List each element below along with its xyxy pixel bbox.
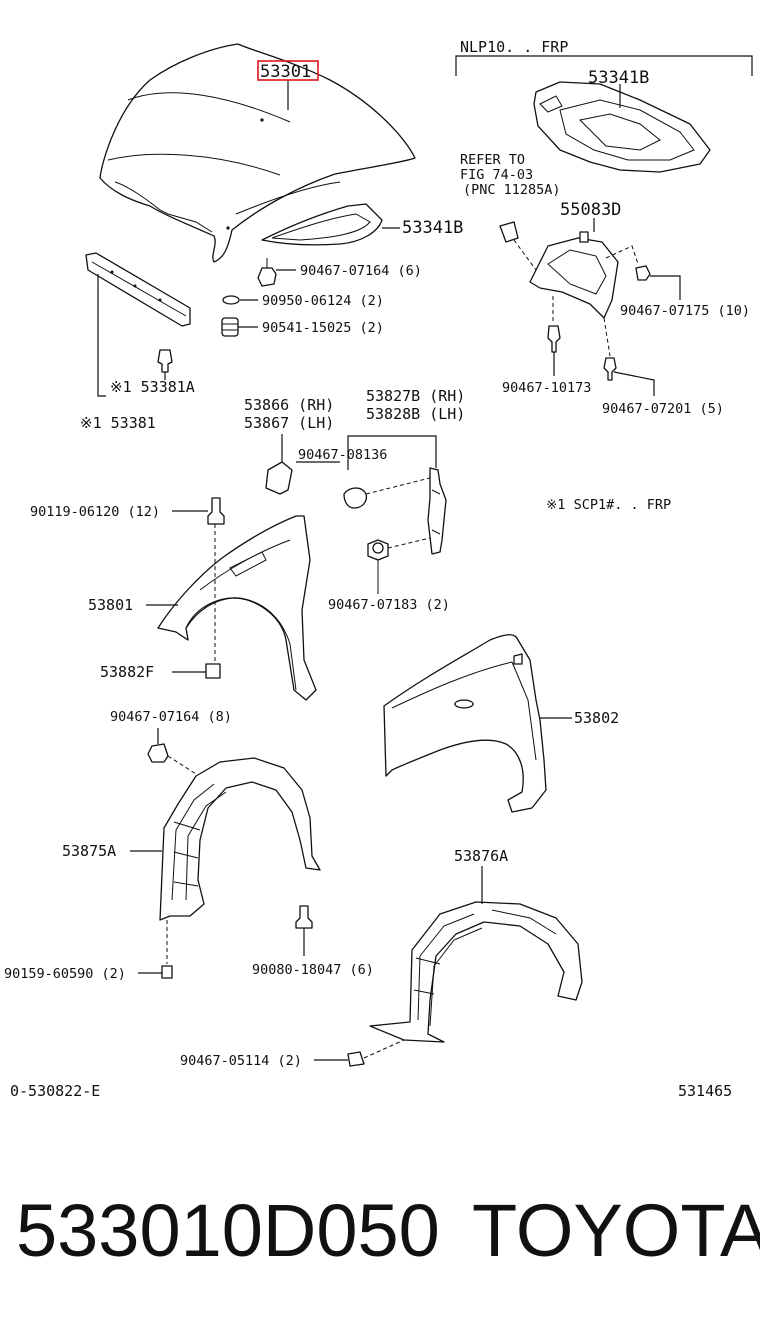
callout-liner-rh[interactable]: 53876A	[454, 847, 508, 865]
liner-rh-drawing	[347, 901, 583, 1067]
bracket-drawing	[499, 221, 651, 381]
scp-note: ※1 SCP1#. . FRP	[546, 497, 671, 513]
callout-fender-rh[interactable]: 53802	[574, 709, 619, 727]
fender-seal-drawing	[265, 435, 447, 594]
callout-clip-05114[interactable]: 90467-05114 (2)	[180, 1053, 302, 1069]
part-number: 533010D050	[16, 1189, 440, 1272]
hood-fasteners-drawing	[221, 258, 277, 337]
hood-drawing	[99, 43, 416, 263]
callout-protector-rh[interactable]: 53866 (RH)	[244, 396, 334, 414]
fender-rh-drawing	[383, 634, 547, 813]
hood-insulator-drawing	[261, 203, 383, 246]
callout-protector-lh[interactable]: 53867 (LH)	[244, 414, 334, 432]
callout-clip-08136[interactable]: 90467-08136	[298, 447, 387, 463]
callout-bracket[interactable]: 55083D	[560, 200, 621, 220]
callout-ring-90950[interactable]: 90950-06124 (2)	[262, 293, 384, 309]
callout-clip-07183[interactable]: 90467-07183 (2)	[328, 597, 450, 613]
nlp-insulator-drawing	[455, 55, 753, 173]
refer-note-line2: FIG 74-03	[460, 167, 533, 183]
callout-fender-lh[interactable]: 53801	[88, 596, 133, 614]
highlight-box	[257, 60, 319, 81]
callout-hood[interactable]: 53301	[260, 62, 311, 82]
callout-seal-53381a[interactable]: ※1 53381A	[110, 378, 195, 396]
callout-insulator-hood[interactable]: 53341B	[402, 218, 463, 238]
brand-name: TOYOTA	[472, 1189, 760, 1272]
liner-lh-drawing	[147, 743, 321, 979]
figure-code: 0-530822-E	[10, 1082, 100, 1100]
callout-nut-53882f[interactable]: 53882F	[100, 663, 154, 681]
callout-bolt-90080[interactable]: 90080-18047 (6)	[252, 962, 374, 978]
callout-insulator-top[interactable]: 53341B	[588, 68, 649, 88]
leader-lines	[97, 80, 681, 1061]
callout-cushion-90541[interactable]: 90541-15025 (2)	[262, 320, 384, 336]
hood-seal-drawing	[85, 252, 191, 373]
callout-screw-90159[interactable]: 90159-60590 (2)	[4, 966, 126, 982]
variant-note: NLP10. . FRP	[460, 38, 568, 56]
callout-seal-rh[interactable]: 53827B (RH)	[366, 387, 465, 405]
callout-clip-07201[interactable]: 90467-07201 (5)	[602, 401, 724, 417]
callout-clip-07164-8[interactable]: 90467-07164 (8)	[110, 709, 232, 725]
callout-clip-07164-6[interactable]: 90467-07164 (6)	[300, 263, 422, 279]
callout-clip-10173[interactable]: 90467-10173	[502, 380, 591, 396]
callout-bolt-90119[interactable]: 90119-06120 (12)	[30, 504, 160, 520]
fender-lh-drawing	[157, 497, 317, 701]
illustration-number: 531465	[678, 1082, 732, 1100]
refer-note-line1: REFER TO	[460, 152, 525, 168]
callout-clip-07175[interactable]: 90467-07175 (10)	[620, 303, 750, 319]
callout-seal-53381[interactable]: ※1 53381	[80, 414, 156, 432]
refer-note-line3: (PNC 11285A)	[463, 182, 561, 198]
callout-liner-lh[interactable]: 53875A	[62, 842, 116, 860]
callout-seal-lh[interactable]: 53828B (LH)	[366, 405, 465, 423]
